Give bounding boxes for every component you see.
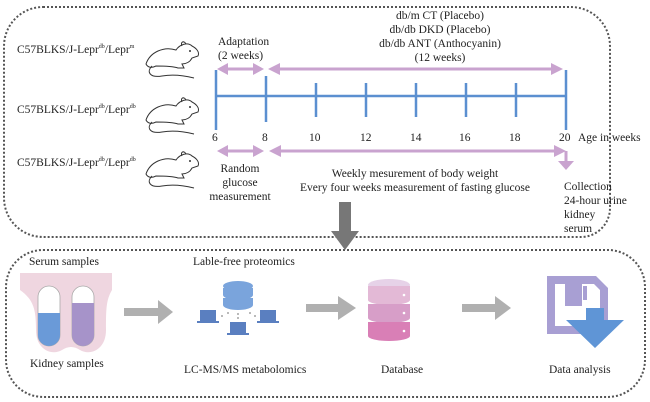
analysis-panel xyxy=(5,249,646,398)
experiment-panel xyxy=(3,6,611,238)
treatment-duration: (12 weeks) xyxy=(414,52,466,64)
adaptation-arrow xyxy=(217,63,264,75)
axis-label: Age in weeks xyxy=(578,132,641,144)
mouse-icon-2 xyxy=(145,97,200,135)
strain-label-3: C57BLKS/J-Leprdb/Leprdb xyxy=(17,156,136,169)
random-glucose-label: Random glucose measurement xyxy=(209,163,271,203)
group-ct: db/m CT (Placebo) xyxy=(396,10,484,22)
adaptation-label: Adaptation (2 weeks) xyxy=(218,36,270,62)
data-analysis-label: Data analysis xyxy=(549,364,611,376)
metabolomics-label: LC-MS/MS metabolomics xyxy=(184,364,307,376)
timeline-axis xyxy=(214,70,568,130)
group-labels: db/m CT (Placebo) db/db DKD (Placebo) db… xyxy=(340,9,540,65)
weekly-measure-label: Weekly mesurement of body weight Every f… xyxy=(300,168,530,194)
weekly-measure-arrow xyxy=(269,145,566,157)
kidney-samples-label: Kidney samples xyxy=(30,358,104,370)
database-label: Database xyxy=(381,364,424,376)
sample-tubes-icon xyxy=(20,273,112,353)
gray-arrow-3 xyxy=(462,296,511,320)
network-database-icon xyxy=(197,281,279,335)
gray-arrow-1 xyxy=(124,300,173,324)
collection-label: Collection 24-hour urine kidney serum xyxy=(564,181,627,235)
database-icon xyxy=(368,279,410,341)
group-ant: db/db ANT (Anthocyanin) xyxy=(379,38,501,50)
mouse-icon-1 xyxy=(145,41,200,79)
tick-label: 12 xyxy=(360,132,372,144)
strain-label-2: C57BLKS/J-Leprdb/Leprdb xyxy=(17,103,136,116)
tick-label: 14 xyxy=(410,132,422,144)
tick-label: 8 xyxy=(262,132,268,144)
tick-label: 20 xyxy=(559,132,571,144)
random-glucose-arrow xyxy=(217,145,264,157)
treatment-arrow xyxy=(268,63,563,75)
collection-arrow xyxy=(558,151,574,170)
tick-label: 16 xyxy=(459,132,471,144)
tick-label: 18 xyxy=(509,132,521,144)
tick-label: 6 xyxy=(212,132,218,144)
mouse-icon-3 xyxy=(145,151,200,189)
serum-samples-label: Serum samples xyxy=(29,256,99,268)
group-dkd: db/db DKD (Placebo) xyxy=(389,24,491,36)
tick-label: 10 xyxy=(309,132,321,144)
down-arrow xyxy=(331,202,359,250)
gray-arrow-2 xyxy=(306,296,356,320)
strain-label-1: C57BLKS/J-Leprdb/Leprm xyxy=(17,43,135,56)
proteomics-label: Lable-free proteomics xyxy=(193,256,295,268)
data-analysis-icon xyxy=(547,276,624,348)
